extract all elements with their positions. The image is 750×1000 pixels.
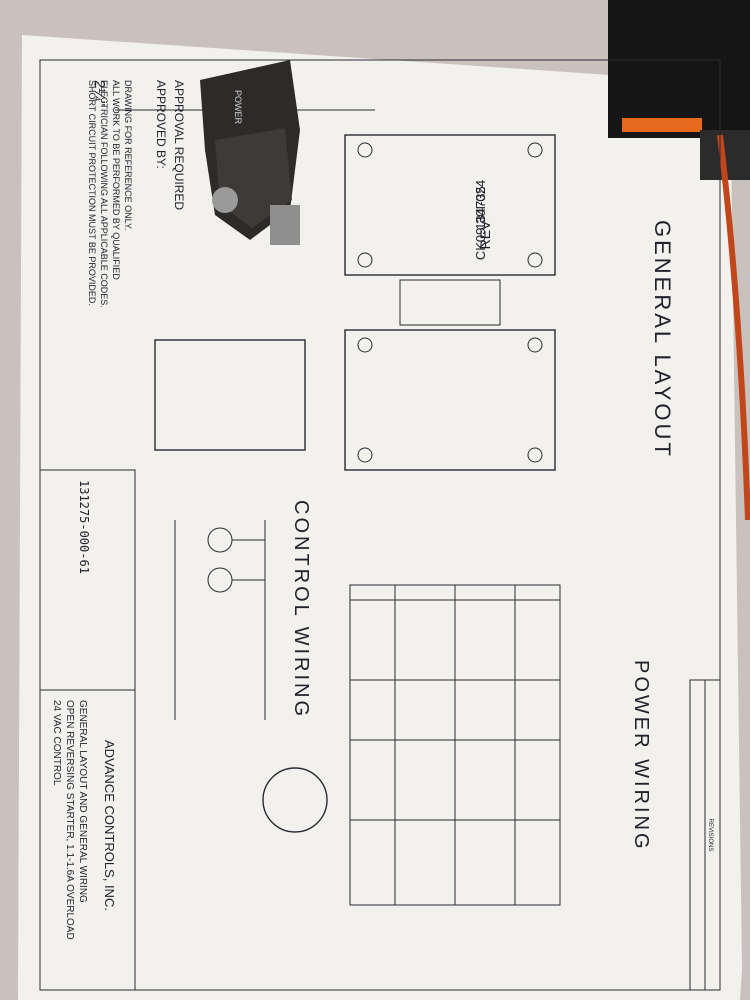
power-wiring-diagram bbox=[262, 584, 561, 906]
nut bbox=[270, 205, 300, 245]
drawing-rotated: REVISIONS GENERAL LAYOUT 2¼" REV CK09.30… bbox=[39, 59, 721, 991]
note-l2: ALL WORK TO BE PERFORMED BY QUALIFIED bbox=[111, 80, 121, 280]
control-wiring-diagram bbox=[174, 520, 266, 720]
fwd-contactor bbox=[344, 329, 556, 471]
bolt-head bbox=[212, 187, 238, 213]
dim-height: 2¼" bbox=[91, 80, 108, 106]
desc2: OPEN REVERSING STARTER, 1.1-1.6A OVERLOA… bbox=[64, 700, 75, 940]
title-block: ADVANCE CONTROLS, INC. GENERAL LAYOUT AN… bbox=[39, 469, 136, 991]
revisions-table: REVISIONS bbox=[689, 679, 721, 991]
motor-symbol bbox=[262, 767, 328, 833]
revisions-heading: REVISIONS bbox=[707, 819, 713, 852]
desc1: GENERAL LAYOUT AND GENERAL WIRING bbox=[77, 700, 88, 903]
note-ref: DRAWING FOR REFERENCE ONLY. bbox=[123, 80, 133, 230]
power-wiring-title: POWER WIRING bbox=[630, 660, 652, 852]
desc3: 24 VAC CONTROL bbox=[51, 700, 62, 786]
control-wiring-title: CONTROL WIRING bbox=[290, 500, 312, 719]
notes-block: APPROVAL REQUIRED APPROVED BY: DRAWING F… bbox=[87, 80, 186, 308]
rev-contactor: REV CK09.30I-024 134735 bbox=[344, 134, 556, 276]
bracket-engraving: POWER bbox=[233, 90, 243, 125]
general-layout-title: GENERAL LAYOUT bbox=[650, 220, 675, 459]
rev-num: 134735 bbox=[473, 186, 488, 229]
note-l4: SHORT CIRCUIT PROTECTION MUST BE PROVIDE… bbox=[87, 80, 97, 306]
drawing-number: 131275-000-61 bbox=[77, 480, 91, 574]
note-approved-by: APPROVED BY: bbox=[154, 80, 168, 169]
rev-part: CK09.30I-024 bbox=[473, 180, 488, 260]
company-name: ADVANCE CONTROLS, INC. bbox=[102, 740, 117, 911]
control-box-corner bbox=[608, 0, 750, 521]
rev-name: REV bbox=[477, 220, 493, 249]
power-tite-bracket: POWER bbox=[200, 60, 300, 245]
overload-block bbox=[154, 339, 306, 451]
mech-int-box bbox=[399, 279, 501, 326]
paper-sheet bbox=[18, 35, 742, 1000]
note-approval: APPROVAL REQUIRED bbox=[172, 80, 186, 210]
note-l3: ELECTRICIAN FOLLOWING ALL APPLICABLE COD… bbox=[99, 80, 109, 308]
